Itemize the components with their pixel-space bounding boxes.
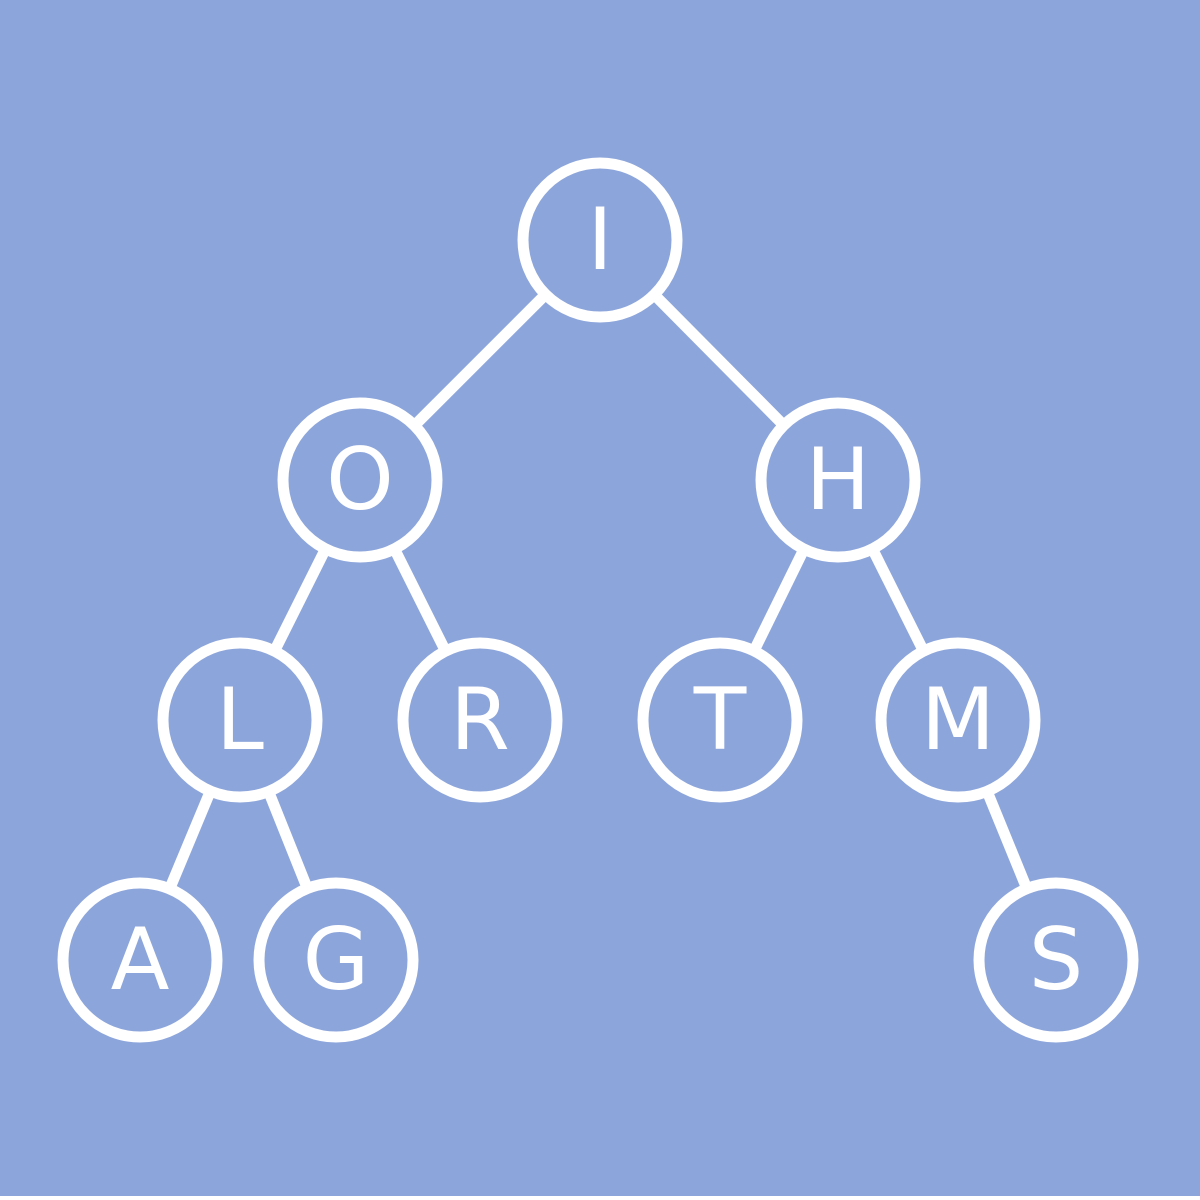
tree-node: G xyxy=(253,877,419,1043)
tree-node: H xyxy=(755,397,921,563)
node-label: A xyxy=(111,910,170,1010)
tree-node: R xyxy=(397,637,563,803)
tree-edges xyxy=(164,290,1032,892)
node-label: R xyxy=(450,670,510,770)
node-circle xyxy=(397,637,563,803)
node-circle xyxy=(277,397,443,563)
tree-edge xyxy=(749,546,809,654)
node-circle xyxy=(637,637,803,803)
node-label: O xyxy=(326,430,394,530)
tree-edge xyxy=(410,290,550,430)
node-circle xyxy=(253,877,419,1043)
node-label: I xyxy=(587,190,612,290)
tree-node: M xyxy=(875,637,1041,803)
tree-nodes: I O H L R T M A G S xyxy=(57,157,1139,1043)
node-label: T xyxy=(693,670,747,770)
tree-node: L xyxy=(157,637,323,803)
tree-node: A xyxy=(57,877,223,1043)
tree-edge xyxy=(650,290,788,430)
node-label: S xyxy=(1029,910,1084,1010)
node-label: G xyxy=(303,910,370,1010)
node-label: L xyxy=(216,670,264,770)
node-circle xyxy=(57,877,223,1043)
tree-edge xyxy=(164,788,216,892)
node-circle xyxy=(973,877,1139,1043)
tree-edge xyxy=(389,546,451,654)
node-label: H xyxy=(806,430,871,530)
node-circle xyxy=(157,637,323,803)
node-circle xyxy=(517,157,683,323)
node-circle xyxy=(755,397,921,563)
tree-edge xyxy=(867,546,929,654)
tree-node: O xyxy=(277,397,443,563)
tree-edge xyxy=(269,546,331,654)
node-label: M xyxy=(921,670,995,770)
tree-edge xyxy=(982,789,1032,891)
tree-node: I xyxy=(517,157,683,323)
tree-node: T xyxy=(637,637,803,803)
node-circle xyxy=(875,637,1041,803)
tree-edge xyxy=(263,789,313,891)
tree-node: S xyxy=(973,877,1139,1043)
